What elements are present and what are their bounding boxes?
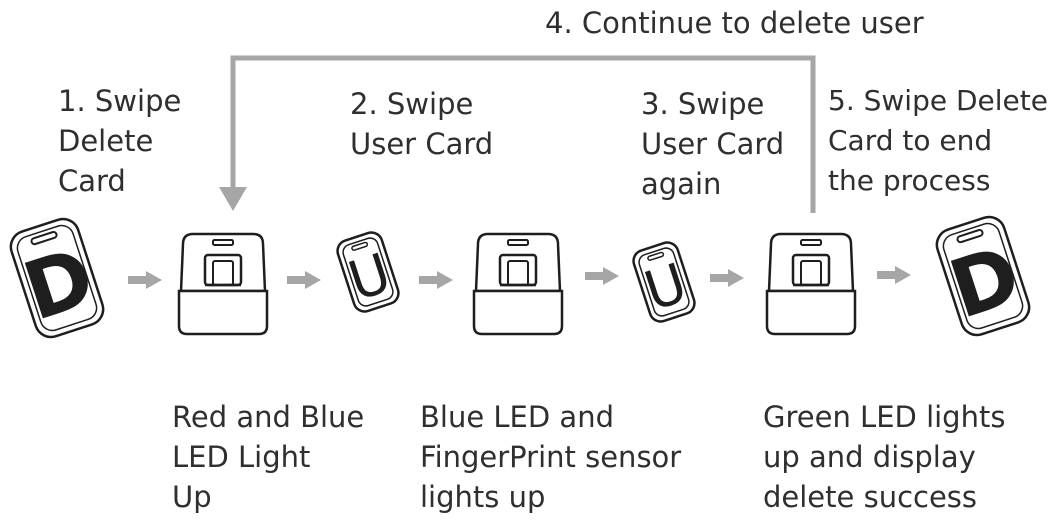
step-line: Delete: [58, 124, 154, 158]
fingerprint-reader-2: [472, 232, 564, 336]
step-5-label: 5. Swipe Delete Card to end the process: [828, 81, 1048, 201]
result-2-label: Blue LED and FingerPrint sensor lights u…: [420, 397, 681, 517]
step-line: the process: [828, 164, 991, 197]
result-line: Blue LED and: [420, 400, 614, 434]
step-line: User Card: [350, 127, 494, 161]
loop-label: 4. Continue to delete user: [545, 3, 924, 43]
flow-arrow: [585, 267, 619, 285]
fingerprint-reader-3: [765, 232, 857, 336]
flow-arrow: [877, 266, 911, 284]
result-3-label: Green LED lights up and display delete s…: [763, 397, 1005, 517]
flow-arrow: [287, 271, 321, 289]
step-line: Card: [58, 164, 126, 198]
step-line: Card to end: [828, 124, 993, 157]
fingerprint-reader-1: [177, 232, 269, 336]
delete-card-icon: D: [935, 215, 1031, 337]
step-2-label: 2. Swipe User Card: [350, 84, 493, 164]
card-letter: D: [939, 228, 1031, 337]
step-line: User Card: [641, 127, 785, 161]
delete-card-icon: D: [9, 217, 105, 339]
step-line: 3. Swipe: [641, 87, 765, 121]
result-line: FingerPrint sensor: [420, 440, 682, 474]
result-1-label: Red and Blue LED Light Up: [172, 397, 364, 517]
card-letter: U: [341, 241, 398, 313]
loop-arrow: [230, 55, 816, 213]
step-line: again: [641, 167, 722, 201]
step-line: 2. Swipe: [350, 87, 474, 121]
step-1-label: 1. Swipe Delete Card: [58, 81, 181, 201]
flow-arrow: [710, 269, 744, 287]
result-line: up and display: [763, 440, 976, 474]
user-card-icon: U: [632, 241, 696, 323]
flow-arrow: [128, 271, 162, 289]
step-line: 1. Swipe: [58, 84, 182, 118]
step-3-label: 3. Swipe User Card again: [641, 84, 784, 204]
flow-arrow: [419, 271, 453, 289]
result-line: Red and Blue: [172, 400, 365, 434]
result-line: Up: [172, 480, 212, 514]
card-letter: D: [13, 230, 105, 339]
loop-arrow-head: [219, 187, 247, 211]
result-line: LED Light: [172, 440, 311, 474]
result-line: delete success: [763, 480, 978, 514]
user-card-icon: U: [336, 231, 400, 313]
result-line: Green LED lights: [763, 400, 1006, 434]
result-line: lights up: [420, 480, 546, 514]
card-letter: U: [637, 251, 694, 323]
loop-label-text: 4. Continue to delete user: [545, 6, 924, 40]
step-line: 5. Swipe Delete: [828, 84, 1048, 117]
